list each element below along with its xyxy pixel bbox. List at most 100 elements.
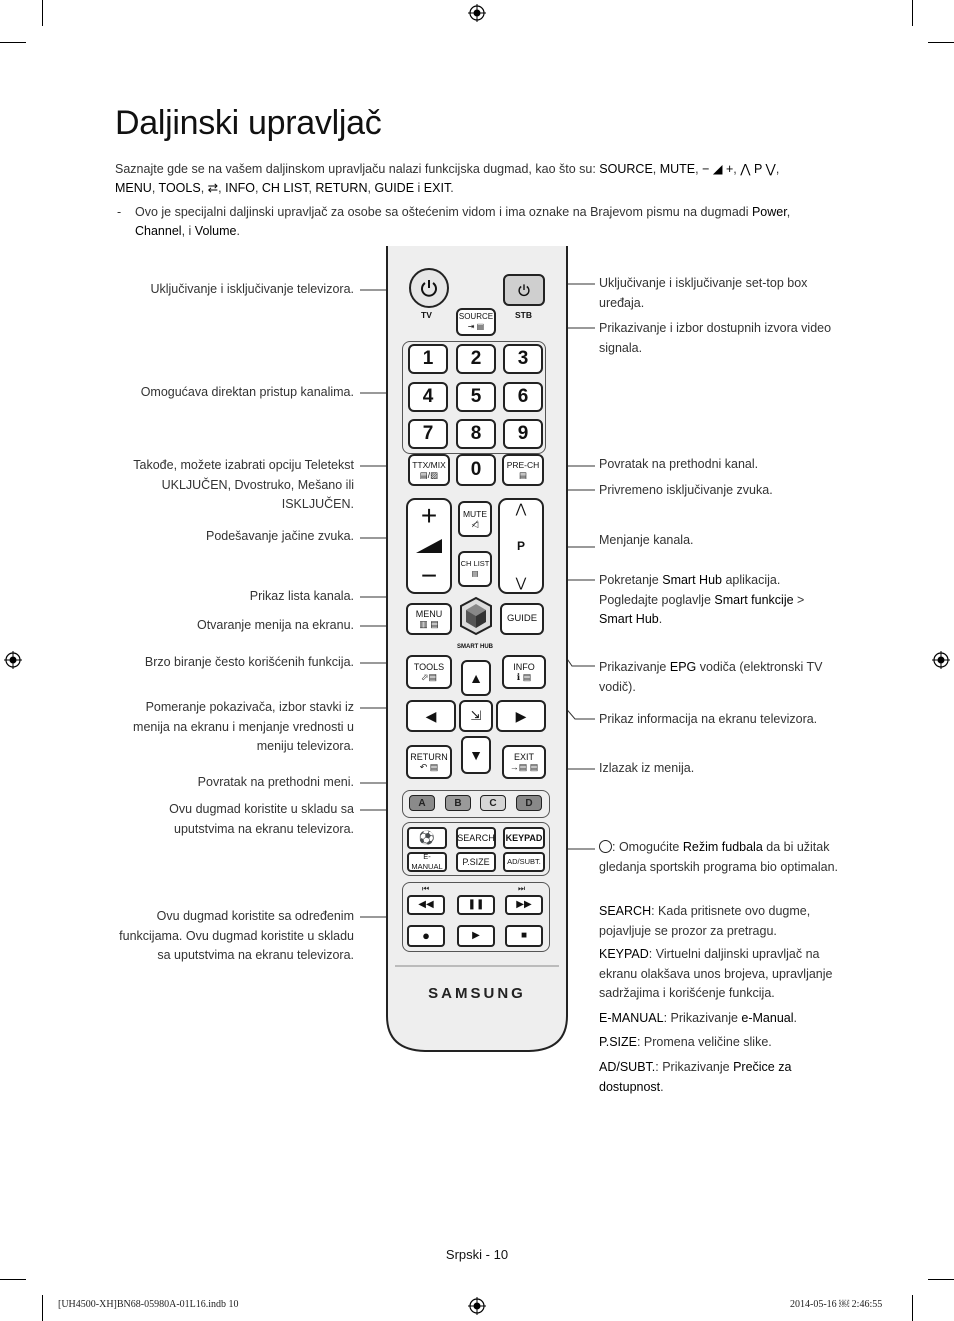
channel-up-icon: ⋀ (515, 501, 527, 516)
up-arrow-icon: ▲ (469, 670, 483, 686)
tools-button[interactable]: TOOLS⬀▤ (406, 655, 452, 689)
ch-list-button[interactable]: CH LIST▤ (458, 551, 492, 587)
crop-mark (0, 1279, 26, 1280)
source-button[interactable]: SOURCE⇥ ▤ (456, 308, 496, 336)
smart-hub-button[interactable] (459, 596, 493, 638)
e-manual-button[interactable]: E-MANUAL (407, 852, 447, 872)
pre-ch-button[interactable]: PRE-CH▤ (502, 454, 544, 486)
color-button-d[interactable]: D (516, 795, 542, 811)
color-button-a[interactable]: A (409, 795, 435, 811)
source-icon: ⇥ ▤ (467, 322, 485, 331)
up-arrow-button[interactable]: ▲ (461, 660, 491, 696)
note-channel: Channel (135, 224, 182, 238)
stb-power-button[interactable] (503, 274, 545, 306)
ann-tv-power: Uključivanje i isključivanje televizora. (150, 282, 354, 296)
tv-power-button[interactable] (409, 268, 449, 308)
digit-7-button[interactable]: 7 (408, 419, 448, 449)
menu-icon: ▥ ▤ (419, 619, 439, 629)
exit-button[interactable]: EXIT→▤ ▤ (502, 745, 546, 779)
crop-mark (912, 1295, 913, 1321)
intro-volume: − ◢ + (702, 162, 734, 176)
ann-channel: Menjanje kanala. (599, 533, 694, 547)
digit-5-button[interactable]: 5 (456, 382, 496, 412)
info-icon: ℹ ▤ (516, 672, 532, 682)
digit-2-button[interactable]: 2 (456, 344, 496, 374)
media-buttons-group (402, 882, 550, 952)
ann-menu: Otvaranje menija na ekranu. (196, 618, 354, 632)
source-label: SOURCE (458, 312, 494, 321)
ttx-mix-button[interactable]: TTX/MIX▤/▨ (408, 454, 450, 486)
search-button[interactable]: SEARCH (456, 827, 496, 849)
rewind-button[interactable]: ◀◀ (407, 895, 445, 915)
digit-3-button[interactable]: 3 (503, 344, 543, 374)
exit-label: EXIT (513, 752, 534, 762)
return-button[interactable]: RETURN↶ ▤ (406, 745, 452, 779)
right-arrow-icon: ▶ (515, 708, 527, 724)
intro-paragraph: Saznajte gde se na vašem daljinskom upra… (115, 162, 780, 195)
power-icon (518, 284, 530, 297)
down-arrow-button[interactable]: ▼ (461, 736, 491, 774)
registration-mark-icon (468, 4, 486, 22)
p-size-button[interactable]: P.SIZE (456, 852, 496, 872)
info-label: INFO (513, 662, 535, 672)
footer-timestamp: 2014-05-16 ￼ 2:46:55 (790, 1299, 883, 1310)
ann-football: : Omogućite Režim fudbala da bi užitak g… (599, 840, 839, 874)
stop-button[interactable]: ■ (505, 925, 543, 947)
function-buttons-group (402, 822, 550, 876)
pause-button[interactable]: ❚❚ (457, 895, 495, 915)
right-arrow-button[interactable]: ▶ (496, 700, 546, 732)
forward-skip-icon: ⏭ (518, 884, 526, 893)
pause-icon: ❚❚ (467, 899, 485, 910)
note-dash: - (117, 205, 122, 219)
digit-4-button[interactable]: 4 (408, 382, 448, 412)
digit-8-button[interactable]: 8 (456, 419, 496, 449)
football-icon: ⚽ (418, 830, 436, 845)
color-button-b[interactable]: B (445, 795, 471, 811)
digit-0-button[interactable]: 0 (456, 454, 496, 486)
enter-icon: ⇲ (470, 708, 482, 723)
record-icon: ● (422, 928, 430, 943)
color-button-c[interactable]: C (480, 795, 506, 811)
ann-adsubt: AD/SUBT.: Prikazivanje Prečice za dostup… (599, 1060, 792, 1094)
intro-channel: ⋀ P ⋁ (740, 162, 776, 176)
ann-volume: Podešavanje jačine zvuka. (205, 529, 354, 543)
ann-info: Prikaz informacija na ekranu televizora. (599, 712, 818, 726)
ann-number-keys: Omogućava direktan pristup kanalima. (140, 385, 354, 399)
mute-button[interactable]: MUTE◁̸ (458, 501, 492, 537)
intro-tools: TOOLS (158, 181, 201, 195)
page-title: Daljinski upravljač (115, 104, 382, 142)
enter-button[interactable]: ⇲ (459, 700, 493, 732)
intro-chlist: CH LIST (261, 181, 309, 195)
ann-tools: Brzo biranje često korišćenih funkcija. (144, 655, 354, 669)
ttx-label: TTX/MIX (412, 460, 446, 470)
digit-1-button[interactable]: 1 (408, 344, 448, 374)
power-icon (421, 280, 437, 297)
play-button[interactable]: ▶ (457, 925, 495, 947)
note-text: Ovo je specijalni daljinski upravljač za… (135, 205, 752, 219)
intro-smart-icon: ⇄ (207, 181, 219, 195)
number-pad (402, 341, 546, 454)
digit-6-button[interactable]: 6 (503, 382, 543, 412)
registration-mark-icon (468, 1297, 486, 1315)
ann-keypad: KEYPAD: Virtuelni daljinski upravljač na… (599, 947, 833, 1000)
record-button[interactable]: ● (407, 925, 445, 947)
volume-rocker[interactable]: + − (406, 498, 452, 594)
intro-source: SOURCE (599, 162, 653, 176)
guide-button[interactable]: GUIDE (500, 603, 544, 635)
menu-button[interactable]: MENU▥ ▤ (406, 603, 452, 635)
ad-subt-button[interactable]: AD/SUBT. (503, 852, 545, 872)
play-icon: ▶ (472, 930, 480, 941)
tools-icon: ⬀▤ (420, 672, 438, 682)
crop-mark (928, 42, 954, 43)
left-arrow-icon: ◀ (425, 708, 437, 724)
down-arrow-icon: ▼ (469, 747, 483, 763)
digit-9-button[interactable]: 9 (503, 419, 543, 449)
fast-forward-button[interactable]: ▶▶ (505, 895, 543, 915)
channel-rocker[interactable]: ⋀ P ⋁ (498, 498, 544, 594)
page-number: Srpski - 10 (445, 1247, 509, 1262)
keypad-button[interactable]: KEYPAD (503, 827, 545, 849)
left-arrow-button[interactable]: ◀ (406, 700, 456, 732)
football-button[interactable]: ⚽ (407, 827, 447, 849)
intro-mute: MUTE (659, 162, 696, 176)
